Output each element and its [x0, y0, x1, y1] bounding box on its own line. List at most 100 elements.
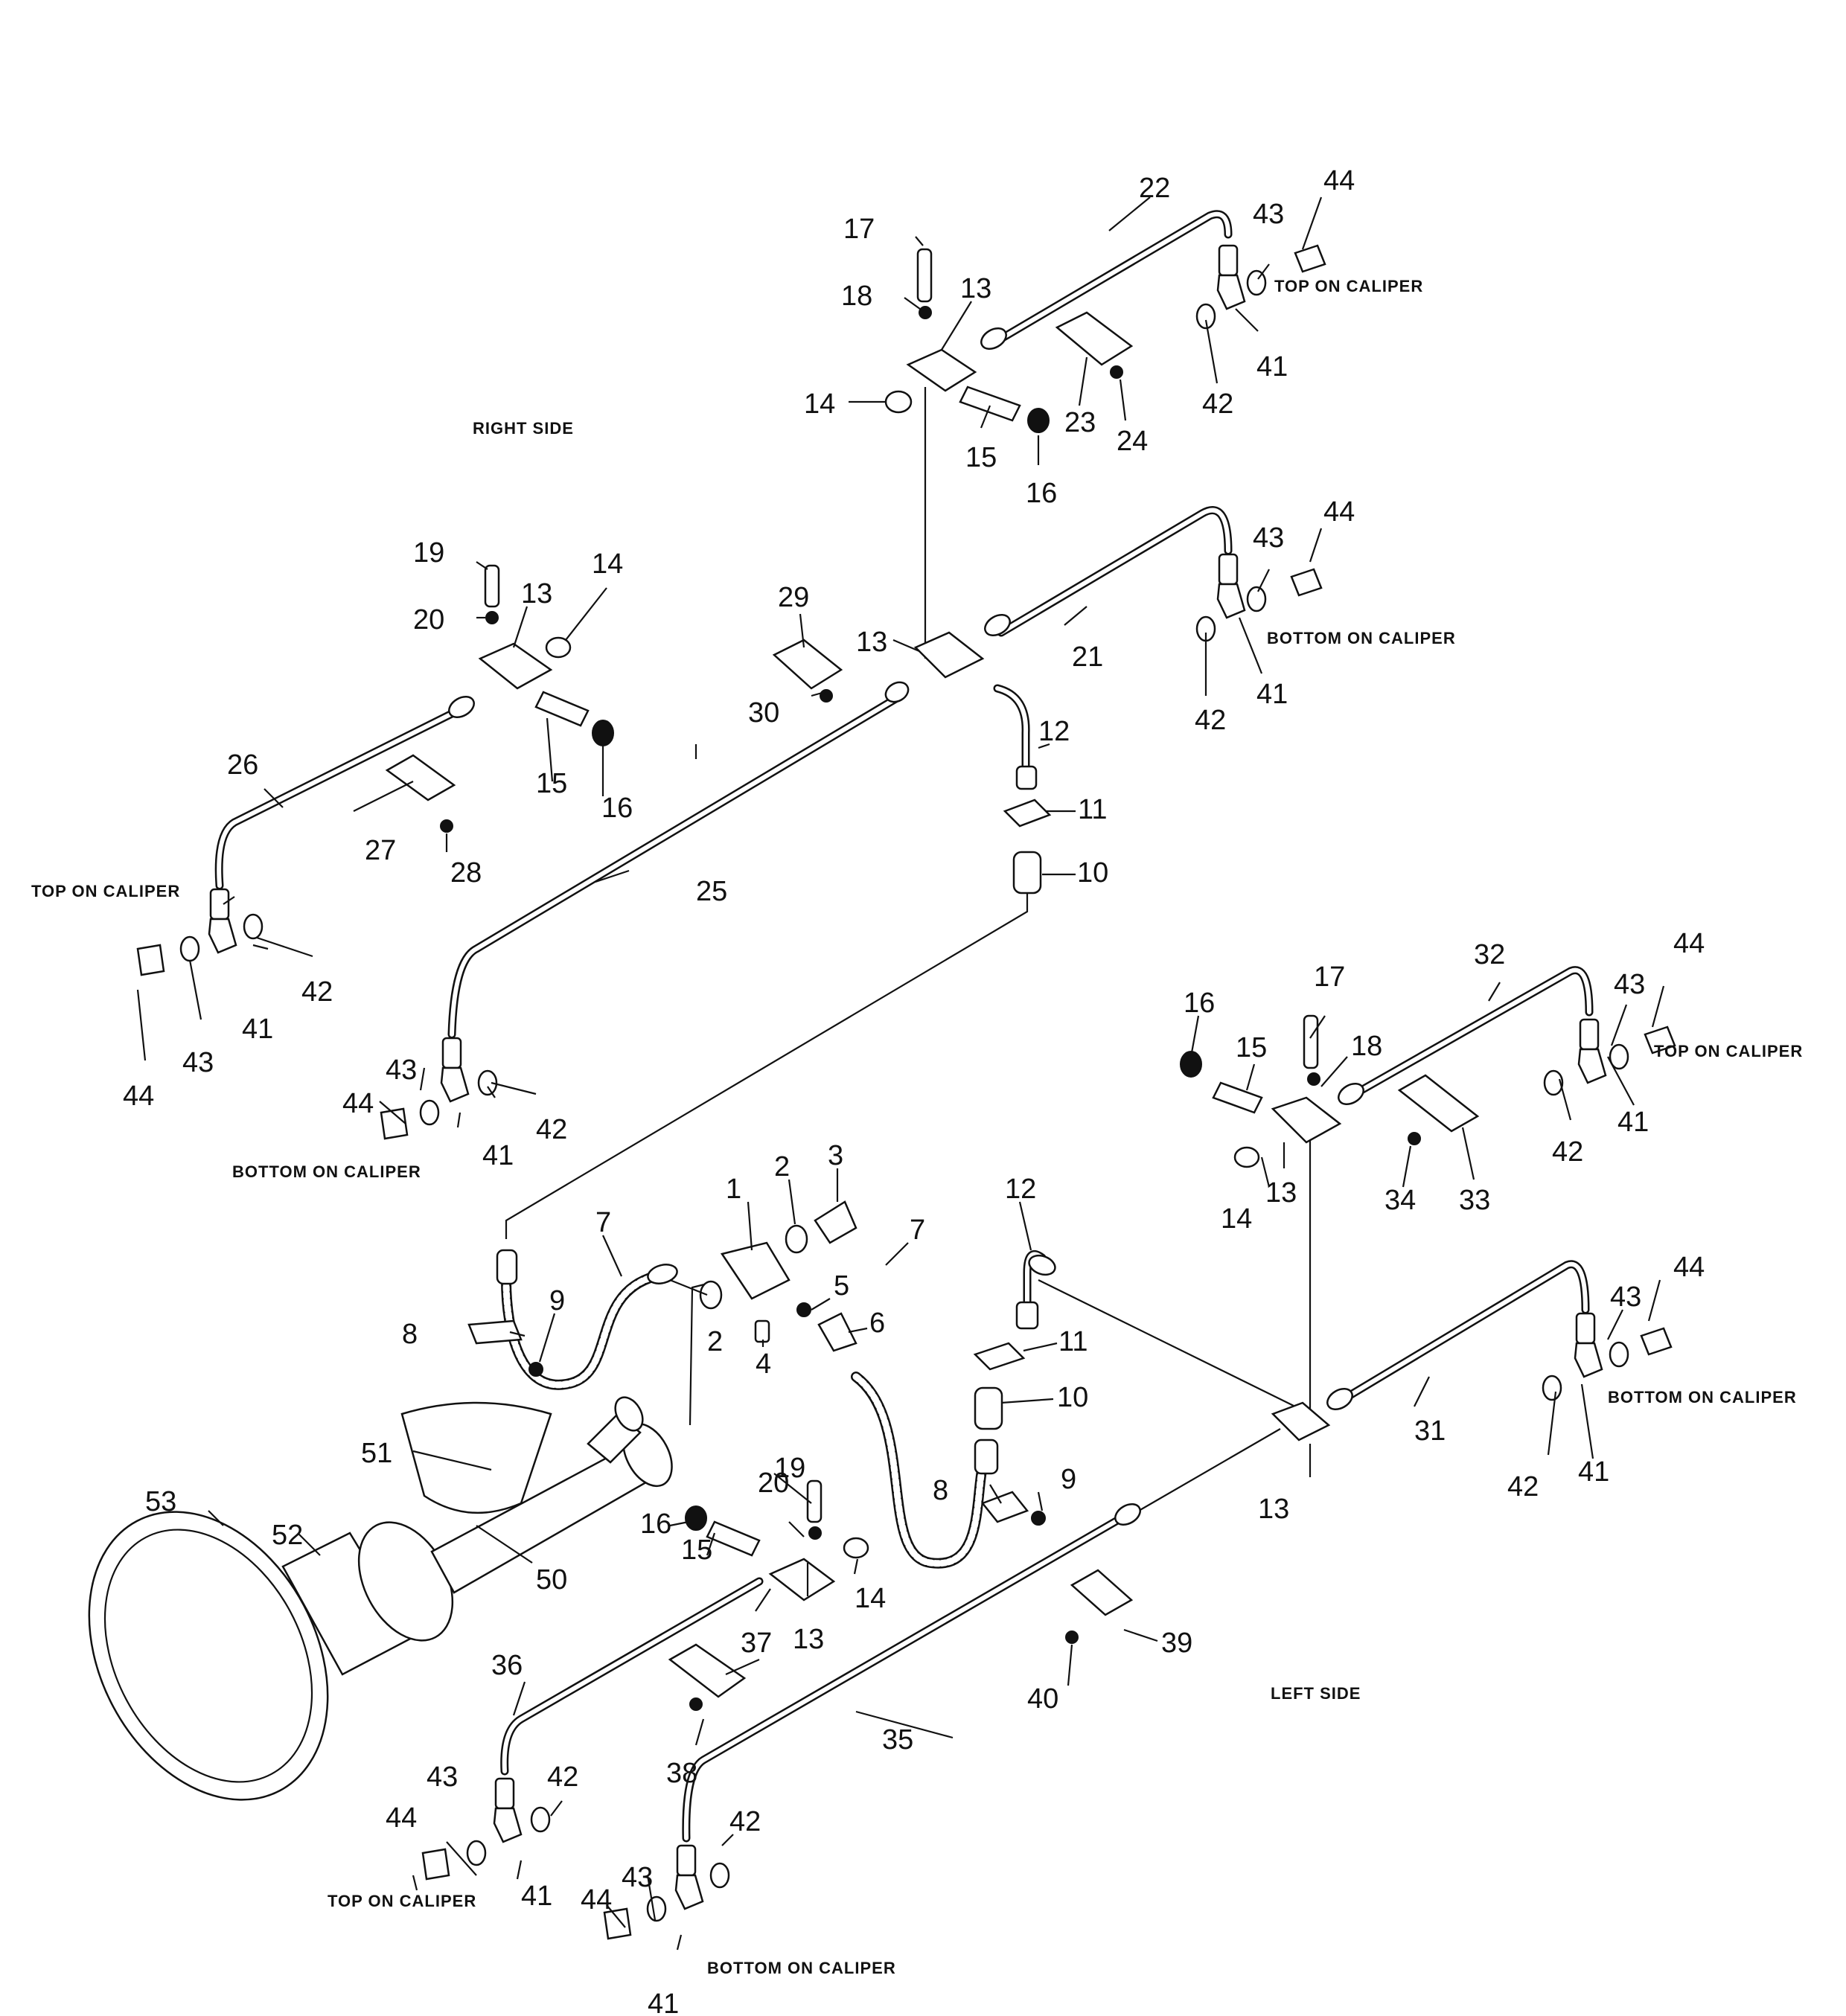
bracket-8a: [467, 1319, 523, 1345]
label-top-caliper-2: TOP ON CALIPER: [31, 882, 180, 900]
callout: 13: [1258, 1494, 1289, 1525]
cap-16c: [592, 720, 614, 746]
callout: 21: [1072, 641, 1103, 673]
label-bottom-caliper-4: BOTTOM ON CALIPER: [707, 1959, 896, 1977]
plug-14: [884, 390, 913, 414]
callout: 20: [758, 1468, 789, 1499]
clip-37: [668, 1643, 747, 1698]
callout: 10: [1057, 1382, 1088, 1413]
cross-fitting-13f: [768, 1558, 836, 1601]
brake-drum-53: [88, 1511, 329, 1801]
callout: 2: [707, 1326, 723, 1357]
clip-29: [772, 639, 843, 690]
callout: 41: [1617, 1107, 1649, 1138]
nut-9b: [1031, 1511, 1046, 1526]
callout: 38: [666, 1758, 697, 1789]
bolt-4: [754, 1319, 770, 1343]
callout: 8: [402, 1319, 418, 1350]
callout: 14: [855, 1583, 886, 1614]
callout: 44: [342, 1088, 374, 1119]
label-bottom-caliper-2: BOTTOM ON CALIPER: [232, 1162, 421, 1181]
label-right-side: RIGHT SIDE: [473, 419, 574, 438]
plug-14c: [545, 636, 572, 659]
callout: 41: [1256, 351, 1288, 383]
fittings: [385, 248, 1480, 1711]
callout: 19: [774, 1453, 805, 1484]
washer-2a: [785, 1224, 808, 1254]
cap-16d: [1180, 1051, 1202, 1078]
leader-lines: [136, 196, 1665, 1951]
callout: 16: [640, 1508, 671, 1540]
callout: 14: [592, 548, 623, 580]
brake-tubes: [214, 210, 1594, 1843]
callout: 15: [536, 768, 567, 799]
callout: 44: [1673, 928, 1705, 959]
callout: 15: [1236, 1032, 1267, 1063]
screw-24: [1110, 365, 1123, 379]
cross-fitting-13e: [1271, 1401, 1331, 1441]
callout: 13: [793, 1624, 824, 1655]
nut-9a: [528, 1362, 543, 1377]
callout: 18: [1351, 1031, 1382, 1062]
callout: 53: [145, 1486, 176, 1517]
callout: 43: [1610, 1281, 1641, 1313]
label-bottom-caliper-3: BOTTOM ON CALIPER: [1608, 1388, 1797, 1407]
callout: 43: [1614, 969, 1645, 1000]
callout: 42: [1195, 705, 1226, 736]
callout: 42: [301, 976, 333, 1008]
differential-cover-51: [400, 1401, 552, 1514]
plug-14f: [843, 1537, 869, 1559]
cross-fitting-13c: [478, 642, 553, 690]
callout: 1: [726, 1174, 741, 1205]
callout: 42: [536, 1114, 567, 1145]
union-15f: [706, 1520, 761, 1557]
callout: 27: [365, 835, 396, 866]
cap-16: [1027, 408, 1050, 433]
screw-38: [689, 1697, 703, 1711]
bleeder-19b: [806, 1479, 823, 1523]
callout: 41: [242, 1014, 273, 1045]
callout: 9: [549, 1285, 565, 1316]
callout: 43: [386, 1055, 417, 1086]
callout: 14: [1221, 1203, 1252, 1235]
label-top-caliper-3: TOP ON CALIPER: [1654, 1042, 1803, 1060]
callout: 42: [729, 1806, 761, 1837]
callout: 42: [1507, 1471, 1539, 1503]
cross-fitting-13b: [913, 631, 985, 679]
callout: 7: [595, 1207, 611, 1238]
clip-39: [1070, 1569, 1134, 1616]
cap-16f: [685, 1505, 707, 1531]
callout: 42: [1552, 1136, 1583, 1168]
callout: 11: [1058, 1326, 1088, 1357]
bleeder-17: [916, 248, 933, 303]
callout: 43: [182, 1047, 214, 1078]
callout: 25: [696, 876, 727, 907]
callout: 15: [965, 442, 997, 473]
callout: 22: [1139, 173, 1170, 204]
callout: 41: [648, 1988, 679, 2016]
callout: 35: [882, 1724, 913, 1756]
label-top-caliper-1: TOP ON CALIPER: [1274, 277, 1423, 295]
callout: 30: [748, 697, 779, 729]
callout: 26: [227, 749, 258, 781]
callout: 12: [1005, 1174, 1036, 1205]
callout: 16: [1184, 988, 1215, 1019]
callout: 3: [828, 1140, 843, 1171]
callout: 44: [1673, 1252, 1705, 1283]
callout: 9: [1061, 1464, 1076, 1495]
callout: 16: [1026, 478, 1057, 509]
callout: 13: [960, 273, 991, 304]
callout: 36: [491, 1650, 523, 1681]
callout: 32: [1474, 939, 1505, 970]
cross-fitting-13d: [1271, 1096, 1342, 1144]
callout: 42: [1202, 388, 1233, 420]
screw-40: [1065, 1631, 1079, 1644]
callout: 13: [1265, 1177, 1297, 1209]
cross-fitting-13: [906, 348, 977, 392]
callout: 7: [910, 1215, 925, 1246]
clip-33: [1397, 1074, 1480, 1133]
coupling-10: [1012, 851, 1042, 895]
plug-14d: [1233, 1146, 1260, 1168]
callout: 43: [622, 1862, 653, 1893]
